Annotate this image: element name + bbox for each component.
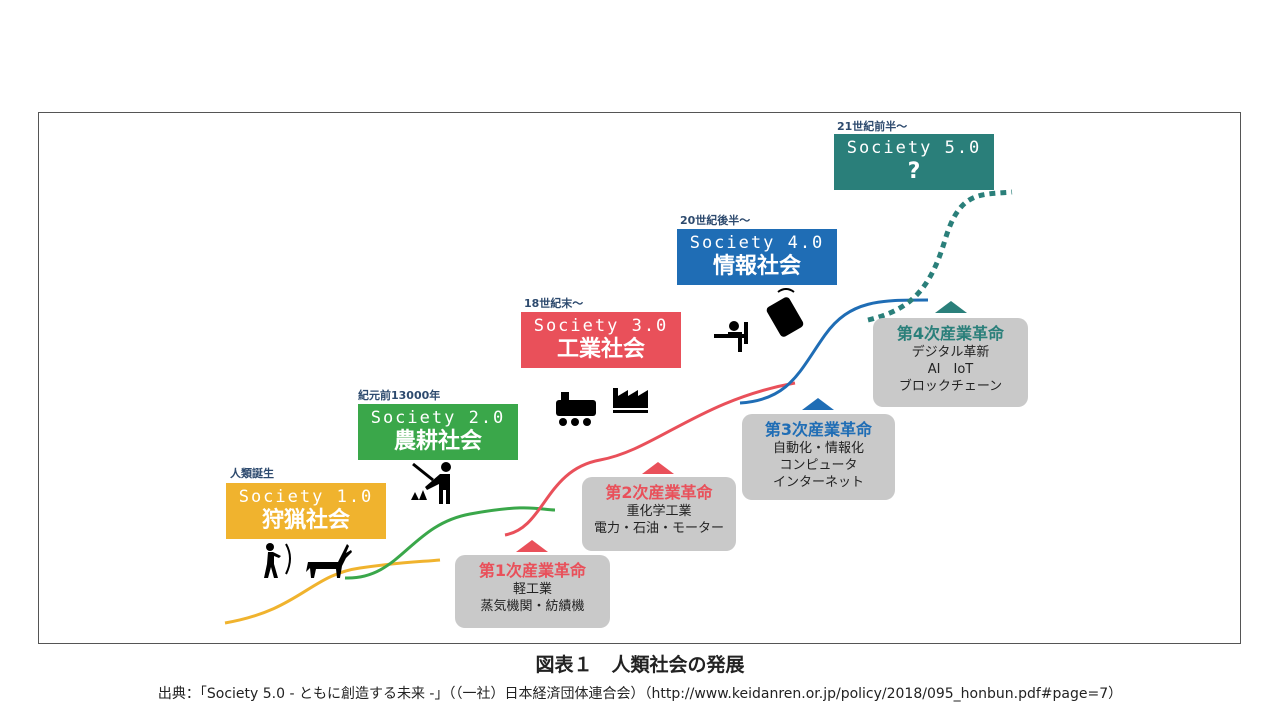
- revolution-title: 第2次産業革命: [605, 483, 713, 502]
- revolution-title: 第4次産業革命: [896, 324, 1005, 343]
- curve-society-3: [504, 381, 796, 537]
- society-label: ?: [907, 159, 921, 184]
- revolution-line: 重化学工業: [626, 504, 692, 519]
- revolution-line: 蒸気機関・紡績機: [480, 599, 585, 614]
- era-label: 紀元前13000年: [358, 389, 441, 402]
- revolution-2-box: 第2次産業革命重化学工業電力・石油・モーター: [582, 477, 736, 551]
- figure-source: 出典：「Society 5.0 - ともに創造する未来 -」（（一社）日本経済団…: [157, 686, 1123, 702]
- society-name: Society 1.0: [238, 487, 374, 507]
- hunter-deer-icon: [264, 543, 352, 578]
- farmer-icon: [411, 462, 451, 504]
- revolution-line: コンピュータ: [779, 458, 858, 473]
- computer-smartphone-icon: [714, 288, 804, 352]
- triangle-marker: [802, 398, 834, 410]
- era-label: 21世紀前半～: [837, 120, 908, 133]
- curve-society-4: [739, 298, 929, 405]
- era-label: 人類誕生: [230, 467, 274, 480]
- revolution-line: 電力・石油・モーター: [593, 521, 724, 536]
- society-name: Society 2.0: [370, 408, 506, 428]
- society-name: Society 4.0: [689, 233, 825, 253]
- revolution-line: デジタル革新: [911, 345, 990, 360]
- revolution-title: 第1次産業革命: [478, 561, 587, 580]
- society-name: Society 3.0: [533, 316, 669, 336]
- revolution-3-box: 第3次産業革命自動化・情報化コンピュータインターネット: [742, 414, 895, 500]
- revolution-4-box: 第4次産業革命デジタル革新 AI IoT ブロックチェーン: [873, 318, 1028, 407]
- society-label: 工業社会: [556, 337, 645, 362]
- curve-society-1: [224, 558, 441, 625]
- triangle-marker: [935, 301, 967, 313]
- society-5-box: Society 5.0?: [834, 134, 994, 190]
- triangle-marker: [516, 540, 548, 552]
- revolution-line: ブロックチェーン: [898, 379, 1003, 394]
- revolution-1-box: 第1次産業革命軽工業蒸気機関・紡績機: [455, 555, 610, 628]
- triangle-marker: [642, 462, 674, 474]
- revolution-line: AI IoT: [927, 362, 974, 377]
- revolution-line: 軽工業: [512, 582, 552, 597]
- era-label: 18世紀末～: [524, 297, 584, 310]
- society-name: Society 5.0: [846, 138, 982, 158]
- era-label: 20世紀後半～: [680, 214, 751, 227]
- train-factory-icon: [556, 388, 648, 426]
- society-label: 狩猟社会: [261, 508, 350, 533]
- curve-society-2: [344, 506, 556, 580]
- revolution-line: インターネット: [772, 475, 864, 490]
- society-label: 農耕社会: [393, 429, 482, 454]
- curve-society-5: [867, 189, 1013, 323]
- figure-title: 図表１ 人類社会の発展: [535, 654, 745, 676]
- revolution-title: 第3次産業革命: [764, 420, 873, 439]
- diagram-frame: [38, 112, 1241, 644]
- revolution-line: 自動化・情報化: [772, 441, 864, 456]
- society-label: 情報社会: [712, 254, 801, 279]
